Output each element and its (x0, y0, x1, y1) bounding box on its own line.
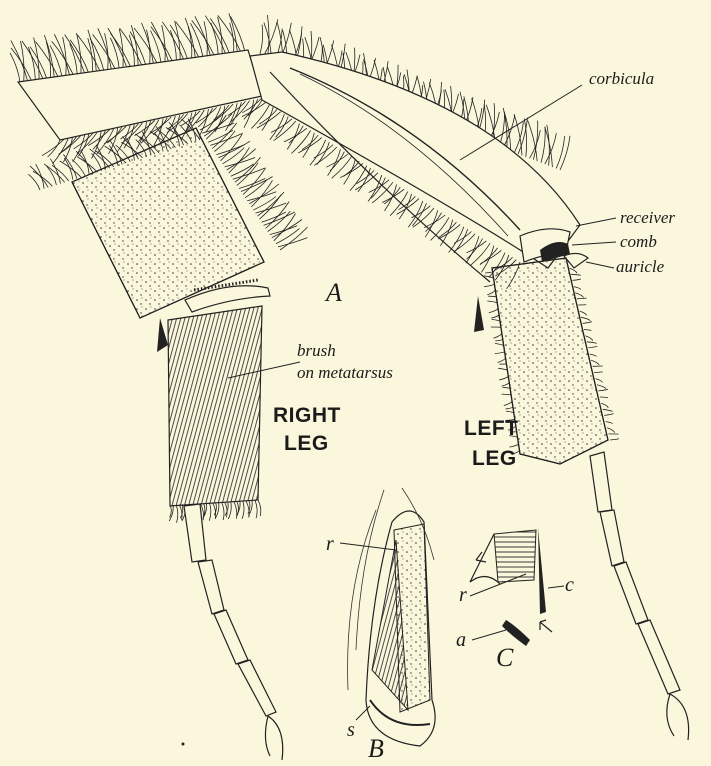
label-corbicula: corbicula (589, 70, 654, 87)
label-on-metatarsus: on metatarsus (297, 364, 393, 381)
label-auricle: auricle (616, 258, 664, 275)
label-comb: comb (620, 233, 657, 250)
label-left-leg-2: LEG (472, 448, 517, 469)
label-b-r: r (326, 534, 334, 554)
right-leg-tarsus (184, 504, 283, 760)
stray-dot (182, 743, 185, 746)
label-right-leg-2: LEG (284, 433, 329, 454)
label-left-leg-1: LEFT (464, 418, 519, 439)
label-brush: brush (297, 342, 336, 359)
label-receiver: receiver (620, 209, 675, 226)
left-leg-tarsus (590, 452, 689, 740)
detail-c-illustration (470, 528, 564, 646)
figure-label-c: C (496, 645, 513, 671)
label-c-r: r (459, 585, 467, 605)
label-c-a: a (456, 630, 466, 650)
label-b-s: s (347, 720, 355, 740)
figure-label-a: A (326, 280, 342, 306)
label-right-leg-1: RIGHT (273, 405, 341, 426)
figure-label-b: B (368, 736, 384, 762)
label-c-c: c (565, 575, 574, 595)
detail-b-illustration (340, 488, 435, 746)
right-leg-metatarsus-brush (168, 306, 262, 506)
